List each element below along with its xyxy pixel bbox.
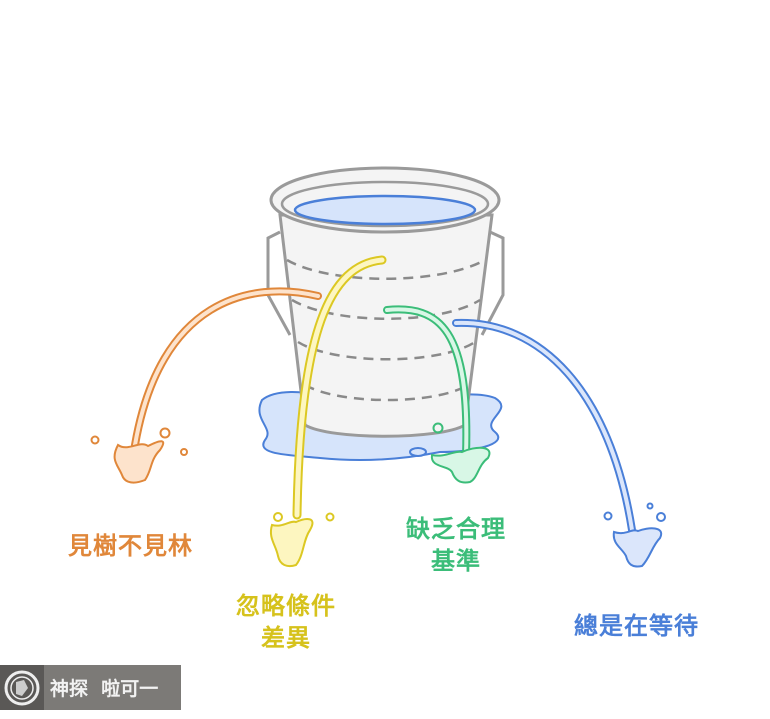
- orange-leak-stream: [90, 287, 322, 484]
- watermark-logo-icon: [0, 665, 44, 710]
- label-missing-big-picture: 見樹不見林: [68, 530, 193, 562]
- bucket-handle-left: [266, 230, 292, 336]
- green-leak-stream: [383, 305, 491, 484]
- watermark: 神探 啦可一: [0, 665, 181, 710]
- label-line: 差異: [261, 624, 311, 652]
- watermark-text: 神探 啦可一: [50, 678, 159, 700]
- label-text: 見樹不見林: [68, 532, 193, 560]
- label-text: 總是在等待: [574, 612, 699, 640]
- puddle-drop: [409, 447, 427, 457]
- blue-leak-stream: [452, 318, 666, 568]
- label-line: 忽略條件: [236, 592, 336, 620]
- label-always-waiting: 總是在等待: [574, 610, 699, 642]
- yellow-leak-stream: [269, 255, 387, 568]
- label-line: 缺乏合理: [406, 515, 506, 543]
- label-line: 基準: [431, 547, 481, 575]
- bucket-handle-right: [480, 230, 505, 336]
- label-ignore-condition-differences: 忽略條件 差異: [236, 590, 336, 654]
- label-lack-reasonable-baseline: 缺乏合理 基準: [406, 513, 506, 577]
- bucket-water: [293, 194, 477, 226]
